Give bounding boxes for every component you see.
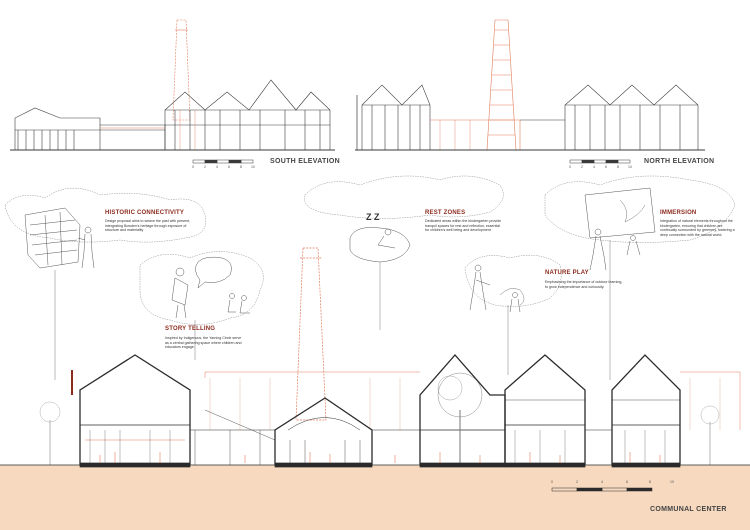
vignette-sketches — [24, 187, 656, 319]
south-scale-tick: 2 — [204, 165, 206, 169]
nature-play-body: Emphasising the importance of outdoor le… — [545, 280, 623, 289]
story-telling-title: STORY TELLING — [165, 326, 216, 332]
north-scale-tick: 2 — [581, 165, 583, 169]
immersion-body: Integration of natural elements througho… — [660, 219, 735, 237]
south-scale-tick: 8 — [240, 165, 242, 169]
leader-lines — [54, 240, 611, 380]
rest-zones-title: REST ZONES — [425, 210, 466, 216]
historic-connectivity-body: Design proposal aims to weave the past w… — [105, 219, 191, 233]
north-scale-tick: 0 — [569, 165, 571, 169]
north-scale-tick: 10 — [628, 165, 632, 169]
nature-play-title: NATURE PLAY — [545, 270, 589, 276]
south-scale-tick: 4 — [216, 165, 218, 169]
ground-band — [0, 465, 750, 530]
section-drawing — [0, 247, 750, 492]
section-scale-tick: 2 — [576, 480, 578, 484]
thought-clouds — [4, 175, 736, 325]
south-elevation-title: SOUTH ELEVATION — [270, 158, 340, 165]
section-scale-tick: 10 — [670, 480, 674, 484]
north-scale-tick: 6 — [605, 165, 607, 169]
section-scale-tick: 8 — [649, 480, 651, 484]
immersion-title: IMMERSION — [660, 210, 697, 216]
south-scale-tick: 6 — [228, 165, 230, 169]
historic-connectivity-title: HISTORIC CONNECTIVITY — [105, 210, 185, 216]
north-elevation-title: NORTH ELEVATION — [644, 158, 715, 165]
section-scale-tick: 4 — [601, 480, 603, 484]
section-scale-tick: 6 — [626, 480, 628, 484]
rest-zones-body: Dedicated areas within the kindergarten … — [425, 219, 502, 233]
communal-center-title: COMMUNAL CENTER — [650, 506, 727, 513]
north-scale-tick: 8 — [617, 165, 619, 169]
section-scale-tick: 0 — [551, 480, 553, 484]
south-scale-tick: 0 — [192, 165, 194, 169]
south-elevation-drawing — [10, 19, 335, 164]
north-scale-tick: 4 — [593, 165, 595, 169]
sleep-zz: Z Z — [366, 212, 380, 222]
south-scale-tick: 10 — [251, 165, 255, 169]
story-telling-body: Inspired by Indigenous, the Yarning Circ… — [165, 336, 242, 350]
north-elevation-drawing — [355, 19, 705, 164]
